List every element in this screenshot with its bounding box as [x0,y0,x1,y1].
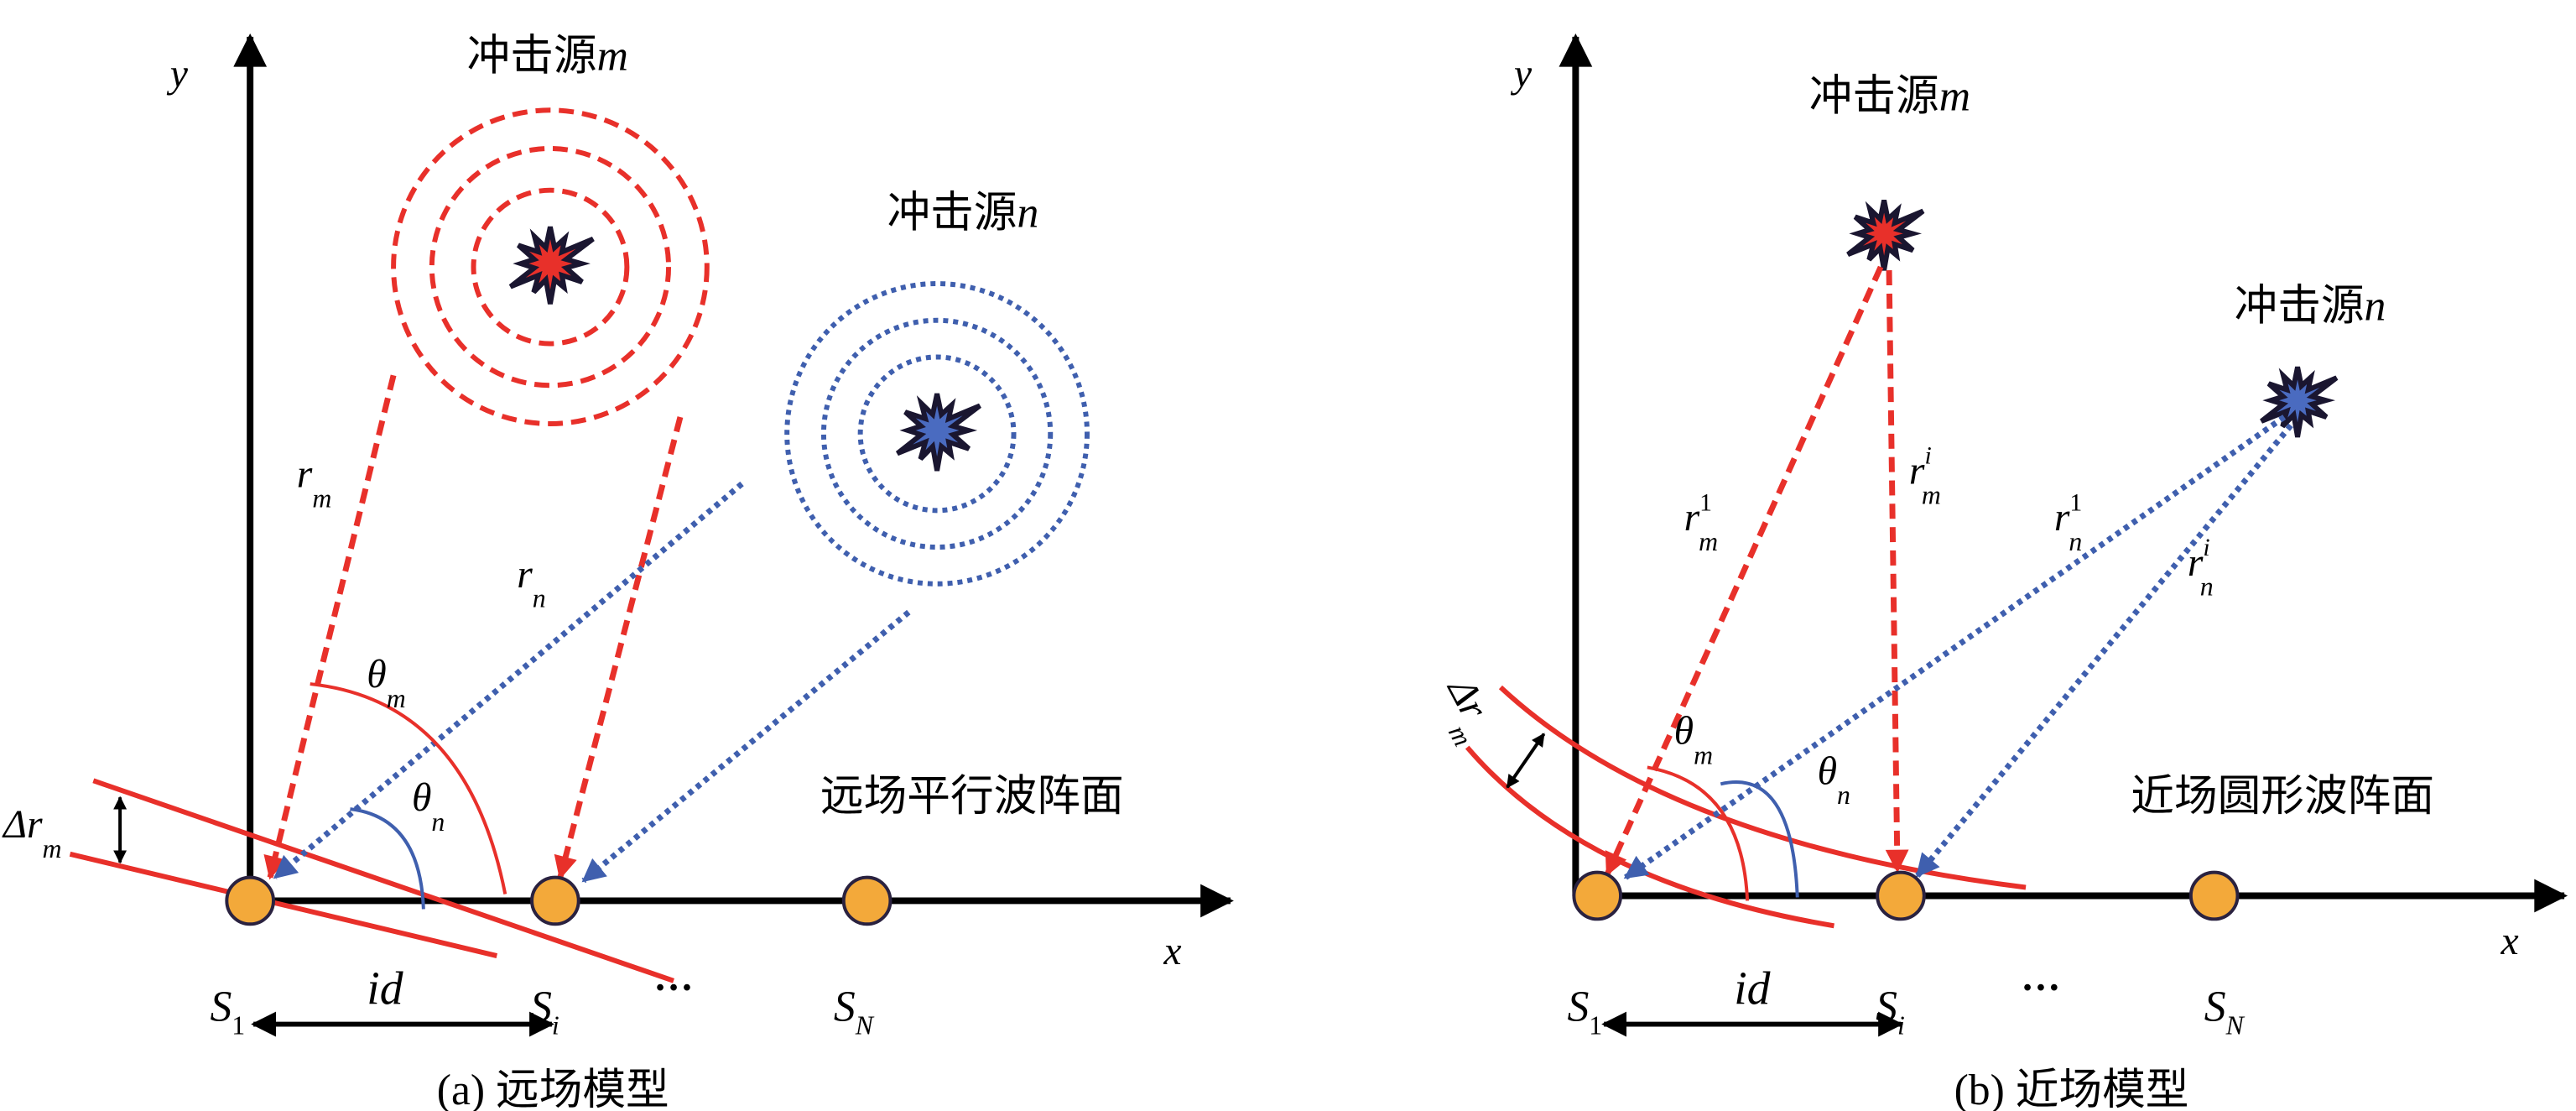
theta-m-label: θm [1674,709,1713,770]
sensor-sn-label: SN [2204,983,2246,1041]
ray-m-to-s1 [1604,265,1884,877]
x-axis-label: x [1163,929,1181,973]
theta-m-label: θm [367,652,405,713]
sensor-sn-label: SN [834,983,875,1041]
ray-m-to-si [1885,270,1909,874]
theta-n-label: θn [412,775,445,837]
y-axis-label: y [1511,51,1533,96]
explosion-star-shape [895,393,981,472]
wavefront-label: 近场圆形波阵面 [2131,773,2434,821]
r-n-label: rn [517,552,545,613]
spacing-label: id [367,963,403,1015]
sensor-s1-label: S1 [210,983,245,1041]
source-n-star-icon [2260,366,2339,438]
source-m-label: 冲击源m [1809,72,1970,120]
ray-n-to-si [581,609,911,884]
sensor-si [1876,870,1926,921]
spacing-label: id [1734,963,1770,1015]
source-n-label: 冲击源n [887,189,1038,237]
wavefront-label: 远场平行波阵面 [820,773,1124,821]
ray-n-to-s1 [1623,415,2287,880]
theta-n-label: θn [1818,748,1850,810]
source-n-wave-circles [784,281,1090,587]
delta-r-arrow [1506,733,1546,789]
theta-m-arc [310,682,507,895]
sensor-sn [841,875,892,926]
wavefront-arc-upper [1498,685,2027,890]
source-m-star-icon [1846,200,1925,271]
y-axis-label: y [167,51,189,96]
explosion-star-shape [508,226,595,305]
ray-n-to-s1 [273,481,744,880]
sensor-sn [2188,870,2240,921]
wavefront-line-lower [69,851,498,958]
sensor-s1 [225,875,275,926]
ellipsis: ··· [2021,966,2061,1010]
explosion-star-shape [1846,200,1925,271]
caption-b: (b) 近场模型 [1954,1067,2189,1111]
ray-m-to-s1 [263,374,397,880]
source-n-star-icon [895,393,981,472]
sensor-si-label: Si [530,983,559,1041]
source-n-label: 冲击源n [2235,283,2386,331]
sensor-si-label: Si [1876,983,1905,1041]
source-m-star-icon [508,226,595,305]
theta-m-arc [1647,765,1750,901]
sensor-si [530,875,580,926]
sensor-s1-label: S1 [1567,983,1602,1041]
r-m-label: rm [297,452,332,514]
theta-n-arc [350,807,425,910]
x-axis-label: x [2501,919,2519,963]
ellipsis: ··· [653,966,694,1010]
source-m-wave-circles [391,107,710,426]
ray-m-to-si [554,416,684,880]
ray-n-to-si [1915,423,2293,878]
delta-r-label: Δrm [1423,670,1506,751]
source-m-label: 冲击源m [467,33,628,81]
delta-r-label: Δrm [2,802,62,863]
panel-far-field: y x 冲击源m 冲击源n rm rn θm θn Δrm 远场平行波阵面 [2,33,1234,1111]
explosion-star-shape [2260,366,2339,438]
caption-a: (a) 远场模型 [437,1067,669,1111]
sensor-s1 [1572,870,1623,921]
theta-n-arc [1720,780,1799,898]
wavefront-line-upper [92,778,675,983]
